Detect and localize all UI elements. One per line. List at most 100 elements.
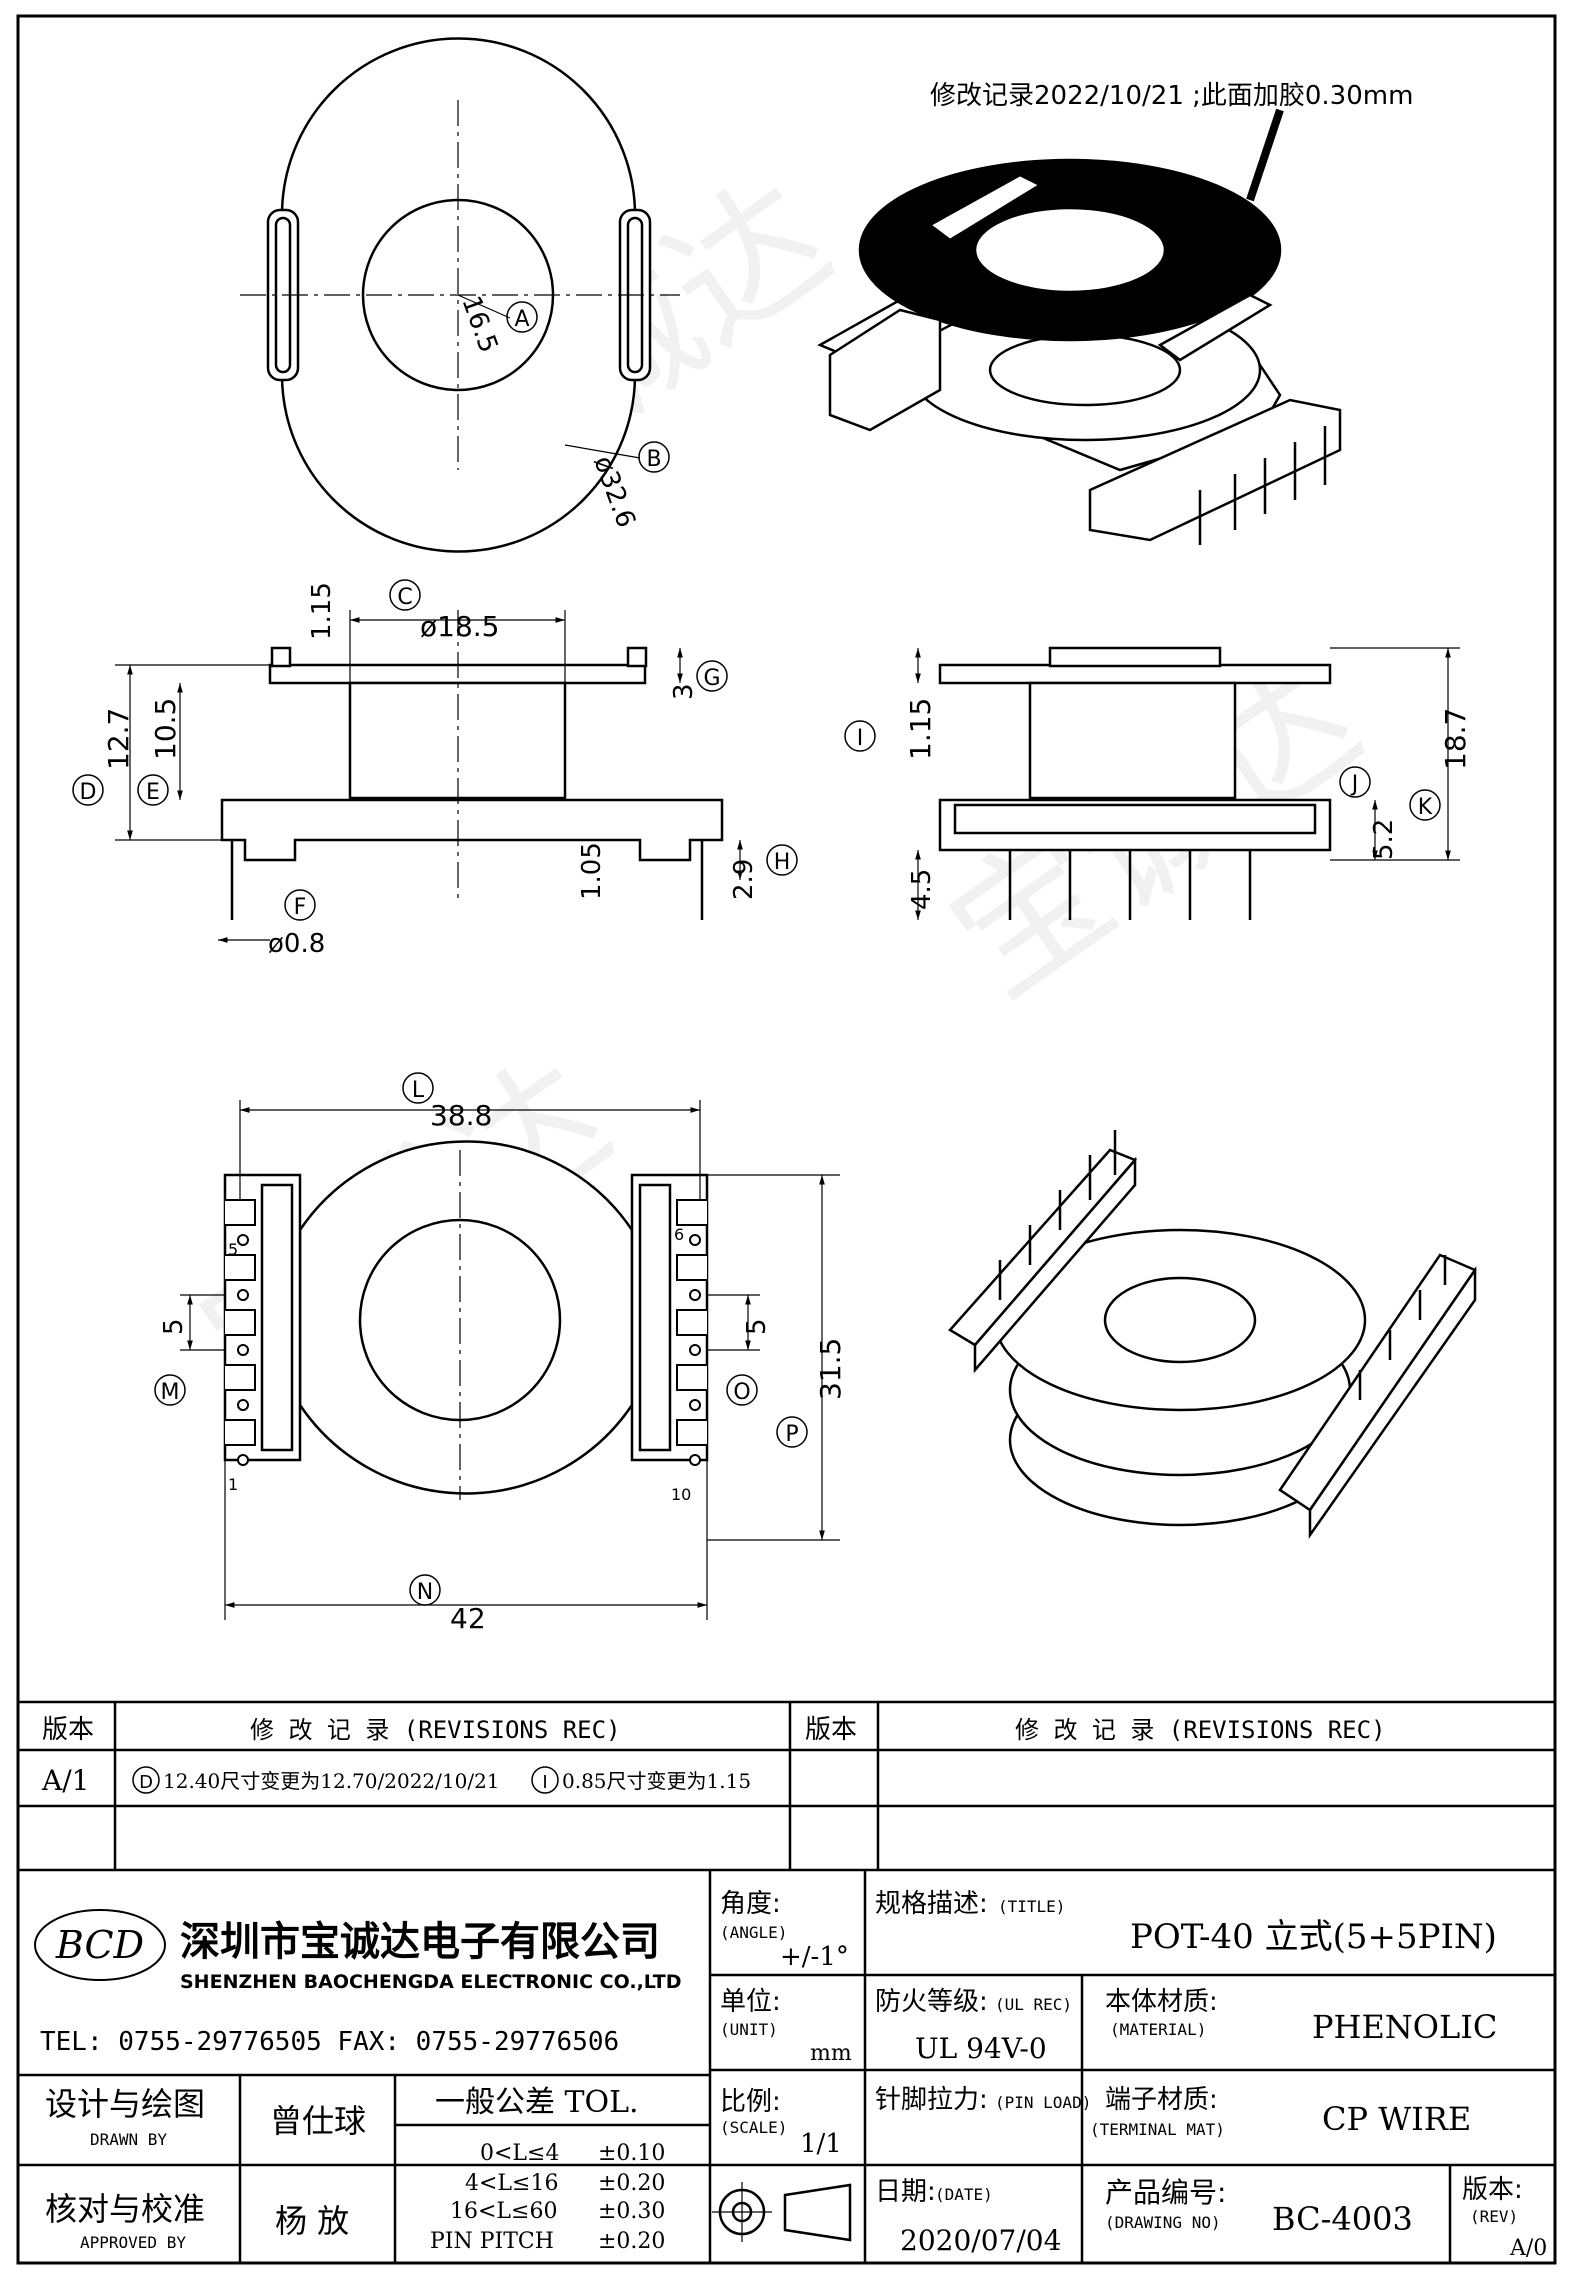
label-circle-O <box>726 1374 758 1406</box>
material-value: PHENOLIC <box>1312 2008 1497 2046</box>
material-label: 本体材质: <box>1105 1987 1218 2017</box>
rev-circle-D <box>132 1766 160 1794</box>
title-label: 规格描述: <box>875 1889 988 1919</box>
unit-label-en: (UNIT) <box>720 2020 778 2039</box>
title-block-lines <box>18 1700 1555 2263</box>
label-F: F <box>294 895 307 920</box>
label-K: K <box>1418 795 1433 820</box>
title-label-en: (TITLE) <box>998 1897 1065 1916</box>
terminal-value: CP WIRE <box>1322 2100 1471 2138</box>
rev-header-right: 版本 <box>805 1715 857 1745</box>
angle-label-en: (ANGLE) <box>720 1923 787 1942</box>
label-N: N <box>417 1580 433 1605</box>
label-B: B <box>646 447 661 472</box>
label-circle-N <box>409 1574 441 1606</box>
label-P: P <box>785 1422 798 1447</box>
tol-range-2: 4<L≤16 <box>465 2171 558 2196</box>
rev-circle-I <box>531 1766 559 1794</box>
drawing-no-label-en: (DRAWING NO) <box>1105 2213 1221 2232</box>
company-name-cn: 深圳市宝诚达电子有限公司 <box>180 1919 660 1965</box>
unit-label: 单位: <box>720 1987 781 2017</box>
bottom-dim-lines <box>180 1100 840 1620</box>
revision-note: 修改记录2022/10/21 ;此面加胶0.30mm <box>930 81 1413 111</box>
pin-label-10: 10 <box>671 1485 691 1504</box>
scale-value: 1/1 <box>800 2129 842 2159</box>
label-I: I <box>857 726 864 751</box>
dim-5-2: 5.2 <box>1369 819 1399 860</box>
tol-range-4: PIN PITCH <box>430 2229 554 2254</box>
pin-label-6: 6 <box>674 1225 684 1244</box>
designer-label-en: DRAWN BY <box>90 2130 167 2149</box>
tolerance-header: 一般公差 TOL. <box>435 2085 639 2120</box>
material-label-en: (MATERIAL) <box>1110 2020 1206 2039</box>
iso-view-bottom <box>948 1130 1477 1539</box>
dim-c-18-5: ø18.5 <box>420 610 499 643</box>
bottom-view <box>223 1140 709 1500</box>
terminal-label-en: (TERMINAL MAT) <box>1090 2120 1225 2139</box>
company-logo: BCD <box>34 1909 166 1981</box>
label-C: C <box>397 585 412 610</box>
title-value: POT-40 立式(5+5PIN) <box>1130 1917 1497 1957</box>
dim-38-8: 38.8 <box>430 1099 492 1132</box>
label-circle-J <box>1339 766 1371 798</box>
pin-label-1: 1 <box>228 1475 238 1494</box>
bottom-pins-right <box>676 1199 707 1466</box>
label-L: L <box>412 1078 425 1103</box>
label-circle-E <box>137 774 169 806</box>
label-circle-G <box>696 660 728 692</box>
label-circle-C <box>389 579 421 611</box>
date-label-en: (DATE) <box>935 2185 993 2204</box>
dim-18-7: 18.7 <box>1439 708 1472 770</box>
company-name-en: SHENZHEN BAOCHENGDA ELECTRONIC CO.,LTD <box>180 1971 681 1993</box>
rev-label-en: (REV) <box>1470 2207 1518 2226</box>
tol-range-1: 0<L≤4 <box>480 2141 559 2166</box>
label-D: D <box>80 780 97 805</box>
top-view <box>240 37 680 553</box>
rev-row1-version: A/1 <box>41 1764 89 1797</box>
label-circle-B <box>638 441 670 473</box>
projection-symbol-icon <box>712 2182 852 2242</box>
label-H: H <box>774 850 791 875</box>
label-circle-H <box>766 844 798 876</box>
rev-row1-text-b: 0.85尺寸变更为1.15 <box>562 1769 751 1793</box>
dim-32-6: ø32.6 <box>587 452 640 532</box>
tol-value-1: ±0.10 <box>598 2141 665 2166</box>
angle-value: +/-1° <box>780 1942 849 1972</box>
rev-header-left: 版本 <box>42 1715 94 1745</box>
side-view-left <box>220 610 724 920</box>
dim-m-5: 5 <box>159 1318 189 1335</box>
side-right-dim-lines <box>915 647 1460 920</box>
drawing-no-value: BC-4003 <box>1272 2200 1413 2238</box>
side-left-dim-lines <box>115 610 743 943</box>
dim-31-5: 31.5 <box>814 1338 847 1400</box>
ul-value: UL 94V-0 <box>915 2032 1047 2065</box>
label-E: E <box>146 780 160 805</box>
dim-12-7: 12.7 <box>102 708 135 770</box>
rev-records-header-right: 修 改 记 录 (REVISIONS REC) <box>1015 1716 1386 1744</box>
label-circle-L <box>402 1072 434 1104</box>
bottom-pins-left <box>225 1199 256 1466</box>
dim-2-9: 2.9 <box>729 859 759 900</box>
drawing-no-label: 产品编号: <box>1105 2176 1226 2209</box>
label-G: G <box>703 666 720 691</box>
logo-text: BCD <box>55 1923 144 1967</box>
ul-label: 防火等级: <box>875 1987 988 2017</box>
dim-o-5: 5 <box>742 1318 772 1335</box>
rev-row1-text-a: 12.40尺寸变更为12.70/2022/10/21 <box>163 1769 500 1793</box>
dim-42: 42 <box>450 1602 486 1635</box>
label-O: O <box>733 1380 750 1405</box>
label-circle-F <box>284 889 316 921</box>
dim-0-8: ø0.8 <box>268 929 325 959</box>
pinload-label-en: (PIN LOAD) <box>995 2093 1091 2112</box>
side-view-right <box>938 646 1332 920</box>
company-tel-fax: TEL: 0755-29776505 FAX: 0755-29776506 <box>40 2027 619 2057</box>
rev-value: A/0 <box>1509 2236 1547 2261</box>
approver-label-en: APPROVED BY <box>80 2233 186 2252</box>
rev-row1-i: I <box>542 1772 547 1793</box>
date-value: 2020/07/04 <box>900 2224 1061 2257</box>
approver-value: 杨 放 <box>275 2202 349 2240</box>
dim-3: 3 <box>669 683 699 700</box>
tol-value-2: ±0.20 <box>598 2171 665 2196</box>
label-circle-I <box>844 720 876 752</box>
